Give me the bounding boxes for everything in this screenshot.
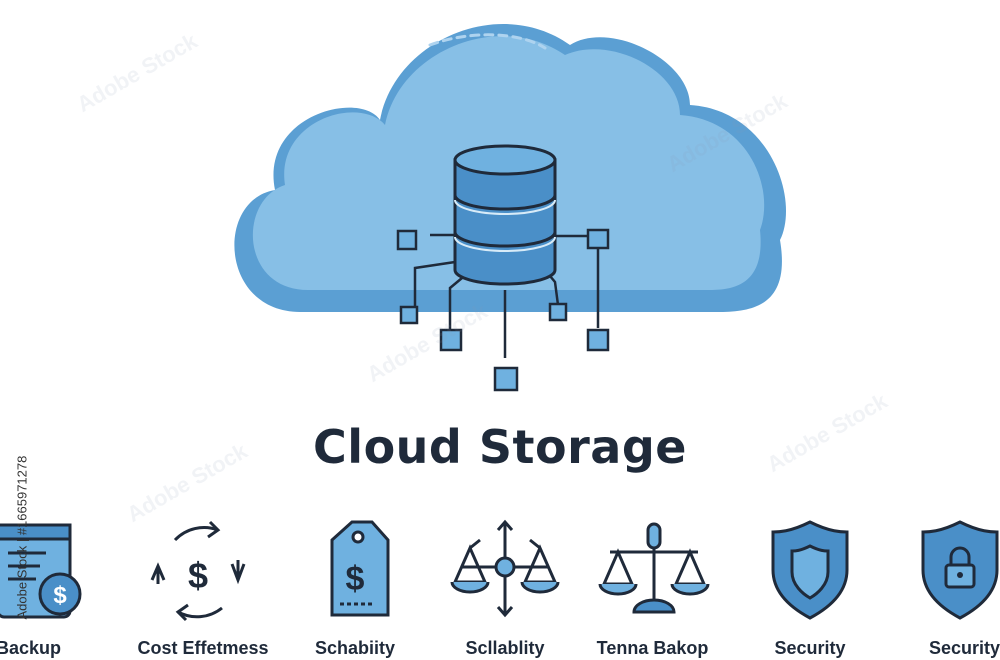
label-tenna-bakop: Tenna Bakop bbox=[596, 638, 709, 658]
label-scllablity: Scllablity bbox=[465, 638, 545, 658]
stock-id-text: Adobe Stock | #1665971278 bbox=[14, 455, 30, 620]
balance-scale-icon bbox=[598, 522, 710, 614]
network-nodes bbox=[396, 228, 610, 392]
label-security-1: Security bbox=[774, 638, 846, 658]
svg-text:$: $ bbox=[346, 560, 365, 598]
label-schabiity: Schabiity bbox=[314, 638, 396, 658]
scalability-scale-arrows-icon bbox=[450, 519, 560, 618]
svg-text:$: $ bbox=[53, 582, 67, 609]
backup-document-dollar-icon: $ bbox=[0, 523, 82, 619]
shield-lock-icon bbox=[921, 520, 999, 620]
cost-cycle-dollar-icon: $ bbox=[150, 520, 246, 622]
svg-text:$: $ bbox=[188, 555, 208, 596]
label-cost-effetmess: Cost Effetmess bbox=[137, 638, 269, 658]
database-icon bbox=[453, 144, 557, 286]
page-title: Cloud Storage bbox=[313, 420, 687, 474]
label-backup: Backup bbox=[0, 638, 62, 658]
label-security-2: Security bbox=[928, 638, 1000, 658]
price-tag-dollar-icon: $ bbox=[330, 520, 390, 617]
shield-icon bbox=[771, 520, 849, 620]
